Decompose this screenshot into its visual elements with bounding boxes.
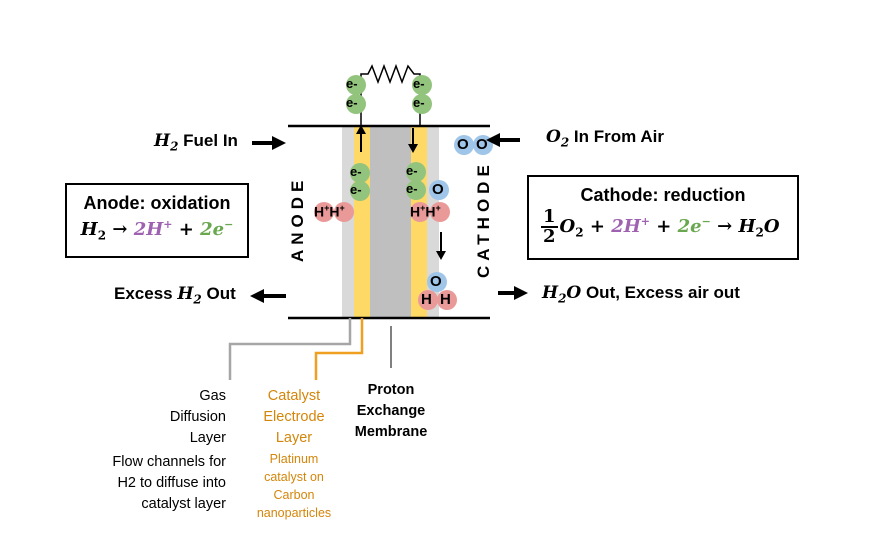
electron-label: e-	[413, 95, 425, 110]
proton-label: H+H+	[314, 203, 345, 220]
electron-label: e-	[413, 76, 425, 91]
cathode-side-label: CATHODE	[474, 160, 493, 278]
catalyst-description: Platinum catalyst on Carbon nanoparticle…	[256, 452, 332, 520]
electron-label: e-	[350, 164, 362, 179]
electron-particle	[346, 75, 366, 95]
hydrogen-label: H	[421, 291, 432, 308]
electron-flow-down-arrow	[408, 128, 418, 153]
electron-particle	[412, 75, 432, 95]
pem-label: Proton Exchange Membrane	[354, 382, 428, 440]
electron-particle	[346, 94, 366, 114]
catalyst-label: Catalyst Electrode Layer	[263, 388, 325, 446]
proton-particle	[410, 202, 430, 222]
h2-fuel-in-label: H2 Fuel In	[154, 131, 238, 154]
oxygen-label: O	[457, 136, 469, 153]
electron-particle	[406, 162, 426, 182]
electron-flow-up-arrow	[356, 125, 366, 152]
catalyst-leader-line	[314, 318, 364, 380]
electron-label: e-	[406, 163, 418, 178]
h2o-out-label: H2O Out, Excess air out	[542, 283, 740, 306]
electron-label: e-	[346, 76, 358, 91]
external-circuit-resistor	[360, 63, 421, 126]
oxygen-label: O	[430, 273, 442, 290]
hydrogen-label: H	[440, 291, 451, 308]
oxygen-label: O	[476, 136, 488, 153]
proton-exchange-membrane	[370, 126, 411, 318]
h2o-out-arrow	[498, 286, 528, 300]
proton-particle	[314, 202, 334, 222]
electron-particle	[350, 181, 370, 201]
electron-label: e-	[350, 182, 362, 197]
h2-out-arrow	[250, 289, 286, 303]
oxygen-atom	[454, 135, 474, 155]
gdl-leader-line	[228, 318, 352, 380]
oxygen-atom	[427, 272, 447, 292]
electron-particle	[412, 94, 432, 114]
gdl-label: Gas Diffusion Layer	[169, 388, 226, 446]
o2-in-label: O2 In From Air	[546, 127, 664, 150]
water-formation-arrow	[436, 232, 446, 260]
electron-particle	[350, 163, 370, 183]
electron-label: e-	[406, 181, 418, 196]
excess-h2-out-label: Excess H2 Out	[114, 284, 236, 307]
hydrogen-atom	[418, 290, 438, 310]
proton-particle	[334, 202, 354, 222]
proton-particle	[430, 202, 450, 222]
anode-side-label: ANODE	[288, 175, 307, 262]
hydrogen-atom	[437, 290, 457, 310]
anode-catalyst-layer	[354, 126, 370, 318]
anode-gas-diffusion-layer	[342, 126, 354, 318]
gdl-description: Flow channels for H2 to diffuse into cat…	[112, 454, 226, 512]
oxygen-atom	[429, 180, 449, 200]
anode-reaction-box: Anode: oxidation H2 → 2H+ + 2e−	[65, 183, 249, 258]
cathode-gas-diffusion-layer	[427, 126, 439, 318]
cathode-catalyst-layer	[411, 126, 427, 318]
electron-particle	[406, 180, 426, 200]
anode-title: Anode: oxidation	[83, 193, 231, 213]
electron-label: e-	[346, 95, 358, 110]
cathode-title: Cathode: reduction	[580, 185, 746, 205]
anode-equation: H2 → 2H+ + 2e−	[80, 218, 234, 243]
proton-label: H+H+	[410, 203, 441, 220]
h2-in-arrow	[252, 136, 286, 150]
oxygen-label: O	[432, 181, 444, 198]
o2-in-arrow	[486, 133, 520, 147]
